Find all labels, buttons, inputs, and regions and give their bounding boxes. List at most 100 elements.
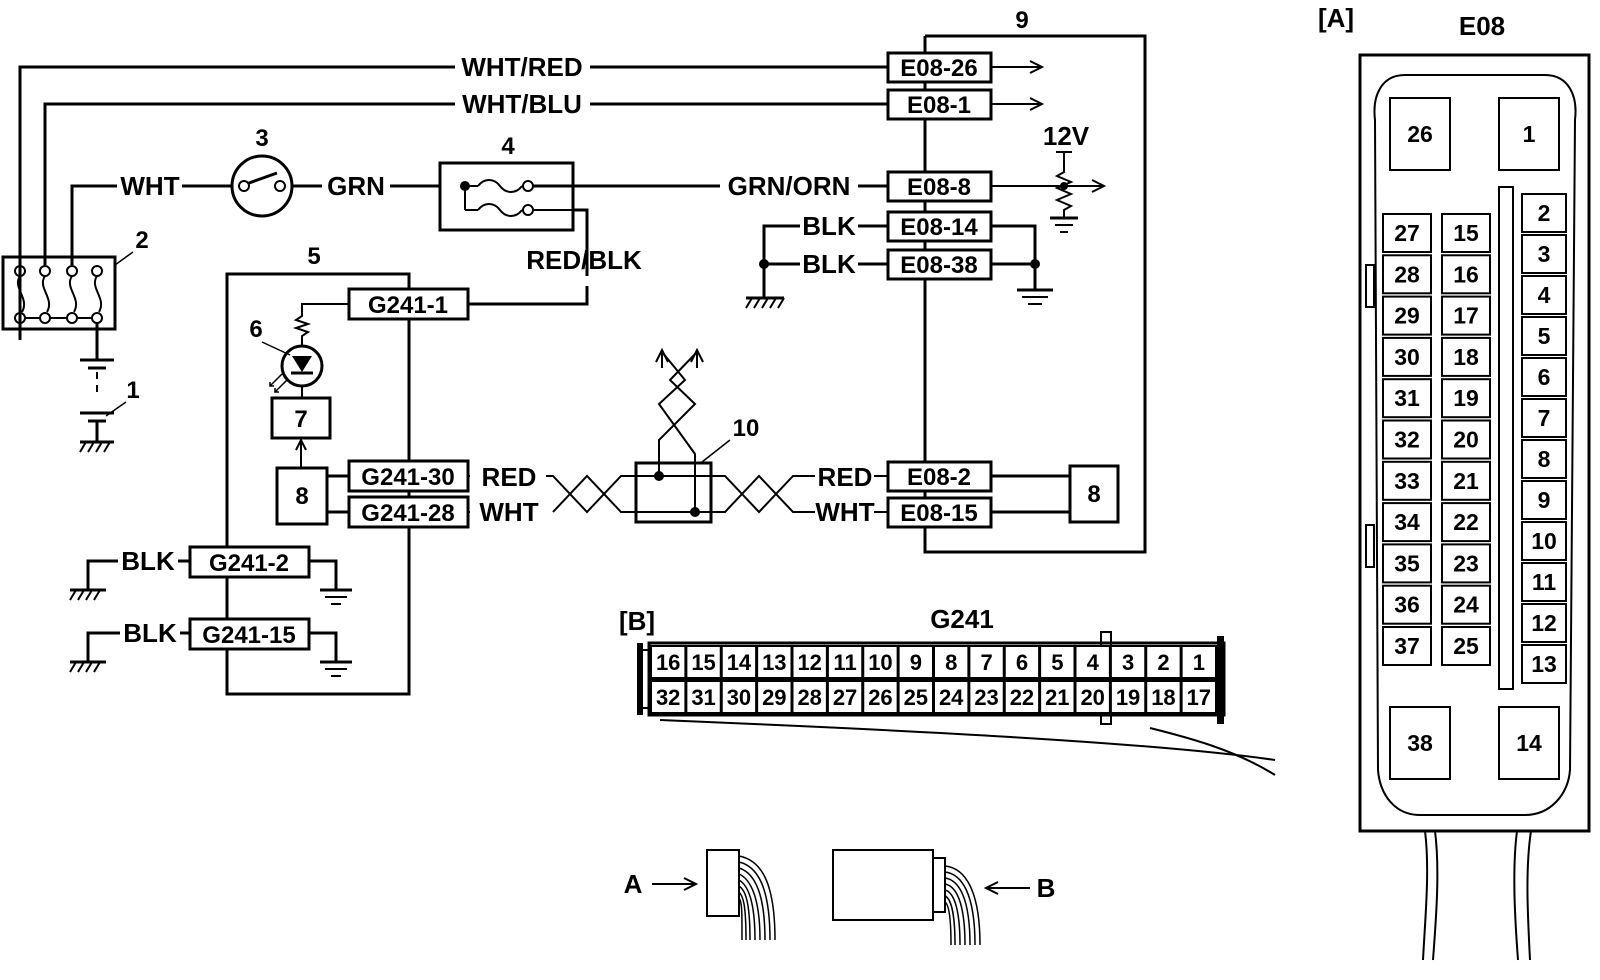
g241-pin-9: 9 [897, 645, 934, 679]
e08-pin-4-label: 4 [1538, 282, 1551, 308]
e08-pin-27: 27 [1382, 213, 1432, 253]
e08-pin-20: 20 [1441, 419, 1491, 460]
g241-pin-19-label: 19 [1116, 685, 1140, 710]
wire-blk-g241-2 [86, 559, 190, 590]
e08-pin-20-label: 20 [1453, 427, 1479, 453]
connector-a-side-view [706, 849, 776, 941]
g241-pin-4: 4 [1074, 645, 1111, 679]
e08-pin-9: 9 [1521, 480, 1567, 520]
junction-10-wiring [636, 347, 711, 517]
g241-pin-21-label: 21 [1045, 685, 1069, 710]
g241-pin-25: 25 [897, 680, 934, 714]
e08-pin-21-label: 21 [1453, 468, 1479, 494]
g241-pin-12: 12 [791, 645, 828, 679]
g241-pin-13: 13 [756, 645, 793, 679]
leader-1 [105, 401, 127, 417]
legend-b-arrow [983, 881, 1030, 895]
g241-pin-1: 1 [1180, 645, 1217, 679]
callout-5: 5 [307, 243, 320, 270]
e08-pin-12-label: 12 [1531, 610, 1557, 636]
signal-ground-g241-15 [309, 631, 352, 677]
callout-2: 2 [135, 227, 148, 254]
connector-g241-30 [347, 459, 470, 493]
g241-pin-10: 10 [862, 645, 899, 679]
g241-pin-28-label: 28 [797, 685, 821, 710]
e08-pin-31: 31 [1382, 378, 1432, 419]
e08-pin-38-label: 38 [1407, 730, 1433, 756]
wire-label-grn: GRN [327, 171, 385, 201]
e08-pin-26: 26 [1389, 97, 1451, 171]
leader-6 [261, 341, 291, 356]
connector-label-e08-2: E08-2 [907, 464, 971, 491]
e08-pin-17: 17 [1441, 295, 1491, 336]
e08-pin-36-label: 36 [1394, 592, 1420, 618]
e08-pin-28-label: 28 [1394, 261, 1420, 287]
g241-pin-22: 22 [1003, 680, 1041, 714]
e08-pin-26-label: 26 [1407, 121, 1433, 147]
e08-pin-3-label: 3 [1538, 241, 1551, 267]
e08-pin-24-label: 24 [1453, 592, 1479, 618]
g241-pin-15-label: 15 [691, 650, 715, 675]
e08-pin-7-label: 7 [1538, 405, 1551, 431]
g241-pin-1-label: 1 [1193, 650, 1205, 675]
g241-pin-24: 24 [933, 680, 970, 714]
g241-pin-15: 15 [685, 645, 722, 679]
g241-pin-11-label: 11 [833, 650, 856, 675]
g241-pin-32: 32 [650, 680, 687, 714]
panel-a-tag: [A] [1318, 3, 1354, 33]
e08-pin-10: 10 [1521, 521, 1567, 561]
e08-pin-2-label: 2 [1538, 200, 1551, 226]
g241-pin-10-label: 10 [868, 650, 892, 675]
g241-pin-5: 5 [1039, 645, 1076, 679]
g241-pin-29-label: 29 [762, 685, 786, 710]
wire-label-wht-right: WHT [815, 497, 874, 527]
connector-g241-15 [188, 617, 311, 651]
e08-connector-face [1358, 53, 1591, 961]
wire-wht-red [18, 65, 888, 340]
g241-pin-19: 19 [1109, 680, 1147, 714]
g241-pin-17: 17 [1180, 680, 1217, 714]
arrow-e08-26 [991, 60, 1045, 74]
e08-pin-15: 15 [1441, 213, 1491, 253]
e08-pin-38: 38 [1389, 706, 1451, 780]
g241-pin-6-label: 6 [1016, 650, 1028, 675]
g241-pin-22-label: 22 [1010, 685, 1034, 710]
callout-4: 4 [501, 133, 515, 160]
callout-8-right: 8 [1087, 481, 1100, 508]
e08-pin-23-label: 23 [1453, 550, 1479, 576]
g241-pin-27-label: 27 [833, 685, 857, 710]
e08-pin-29: 29 [1382, 295, 1432, 336]
wire-label-wht-left: WHT [479, 497, 538, 527]
connector-label-g241-2: G241-2 [209, 550, 289, 577]
callout-9: 9 [1015, 7, 1028, 34]
wire-red-blk [468, 208, 589, 306]
e08-pin-4: 4 [1521, 275, 1567, 315]
e08-pin-1-label: 1 [1523, 121, 1536, 147]
e08-pin-22: 22 [1441, 502, 1491, 543]
connector-e08-26 [886, 51, 993, 84]
g241-pin-28: 28 [791, 680, 828, 714]
twisted-pair-left [468, 474, 636, 514]
panel-b-tag: [B] [619, 606, 655, 636]
g241-pin-23: 23 [968, 680, 1005, 714]
g241-pin-16: 16 [650, 645, 687, 679]
wire-label-blk-e08-38: BLK [802, 249, 856, 279]
component-8-right [1068, 464, 1120, 524]
e08-pin-8: 8 [1521, 439, 1567, 479]
e08-pin-16-label: 16 [1453, 261, 1479, 287]
e08-pin-33: 33 [1382, 460, 1432, 501]
arrow-8-to-7 [295, 437, 307, 468]
connector-e08-15 [886, 496, 993, 529]
twisted-pair-right [711, 474, 888, 514]
switch-contacts [14, 265, 103, 324]
e08-pin-15-label: 15 [1453, 220, 1479, 246]
connector-e08-2 [886, 460, 993, 493]
g241-pin-2: 2 [1145, 645, 1182, 679]
callout-7: 7 [294, 406, 307, 433]
g241-pin-11: 11 [826, 645, 864, 679]
wire-label-red-blk: RED/BLK [526, 245, 642, 275]
wire-label-grn-orn: GRN/ORN [728, 171, 851, 201]
e08-pin-17-label: 17 [1453, 303, 1479, 329]
e08-pin-35: 35 [1382, 543, 1432, 584]
